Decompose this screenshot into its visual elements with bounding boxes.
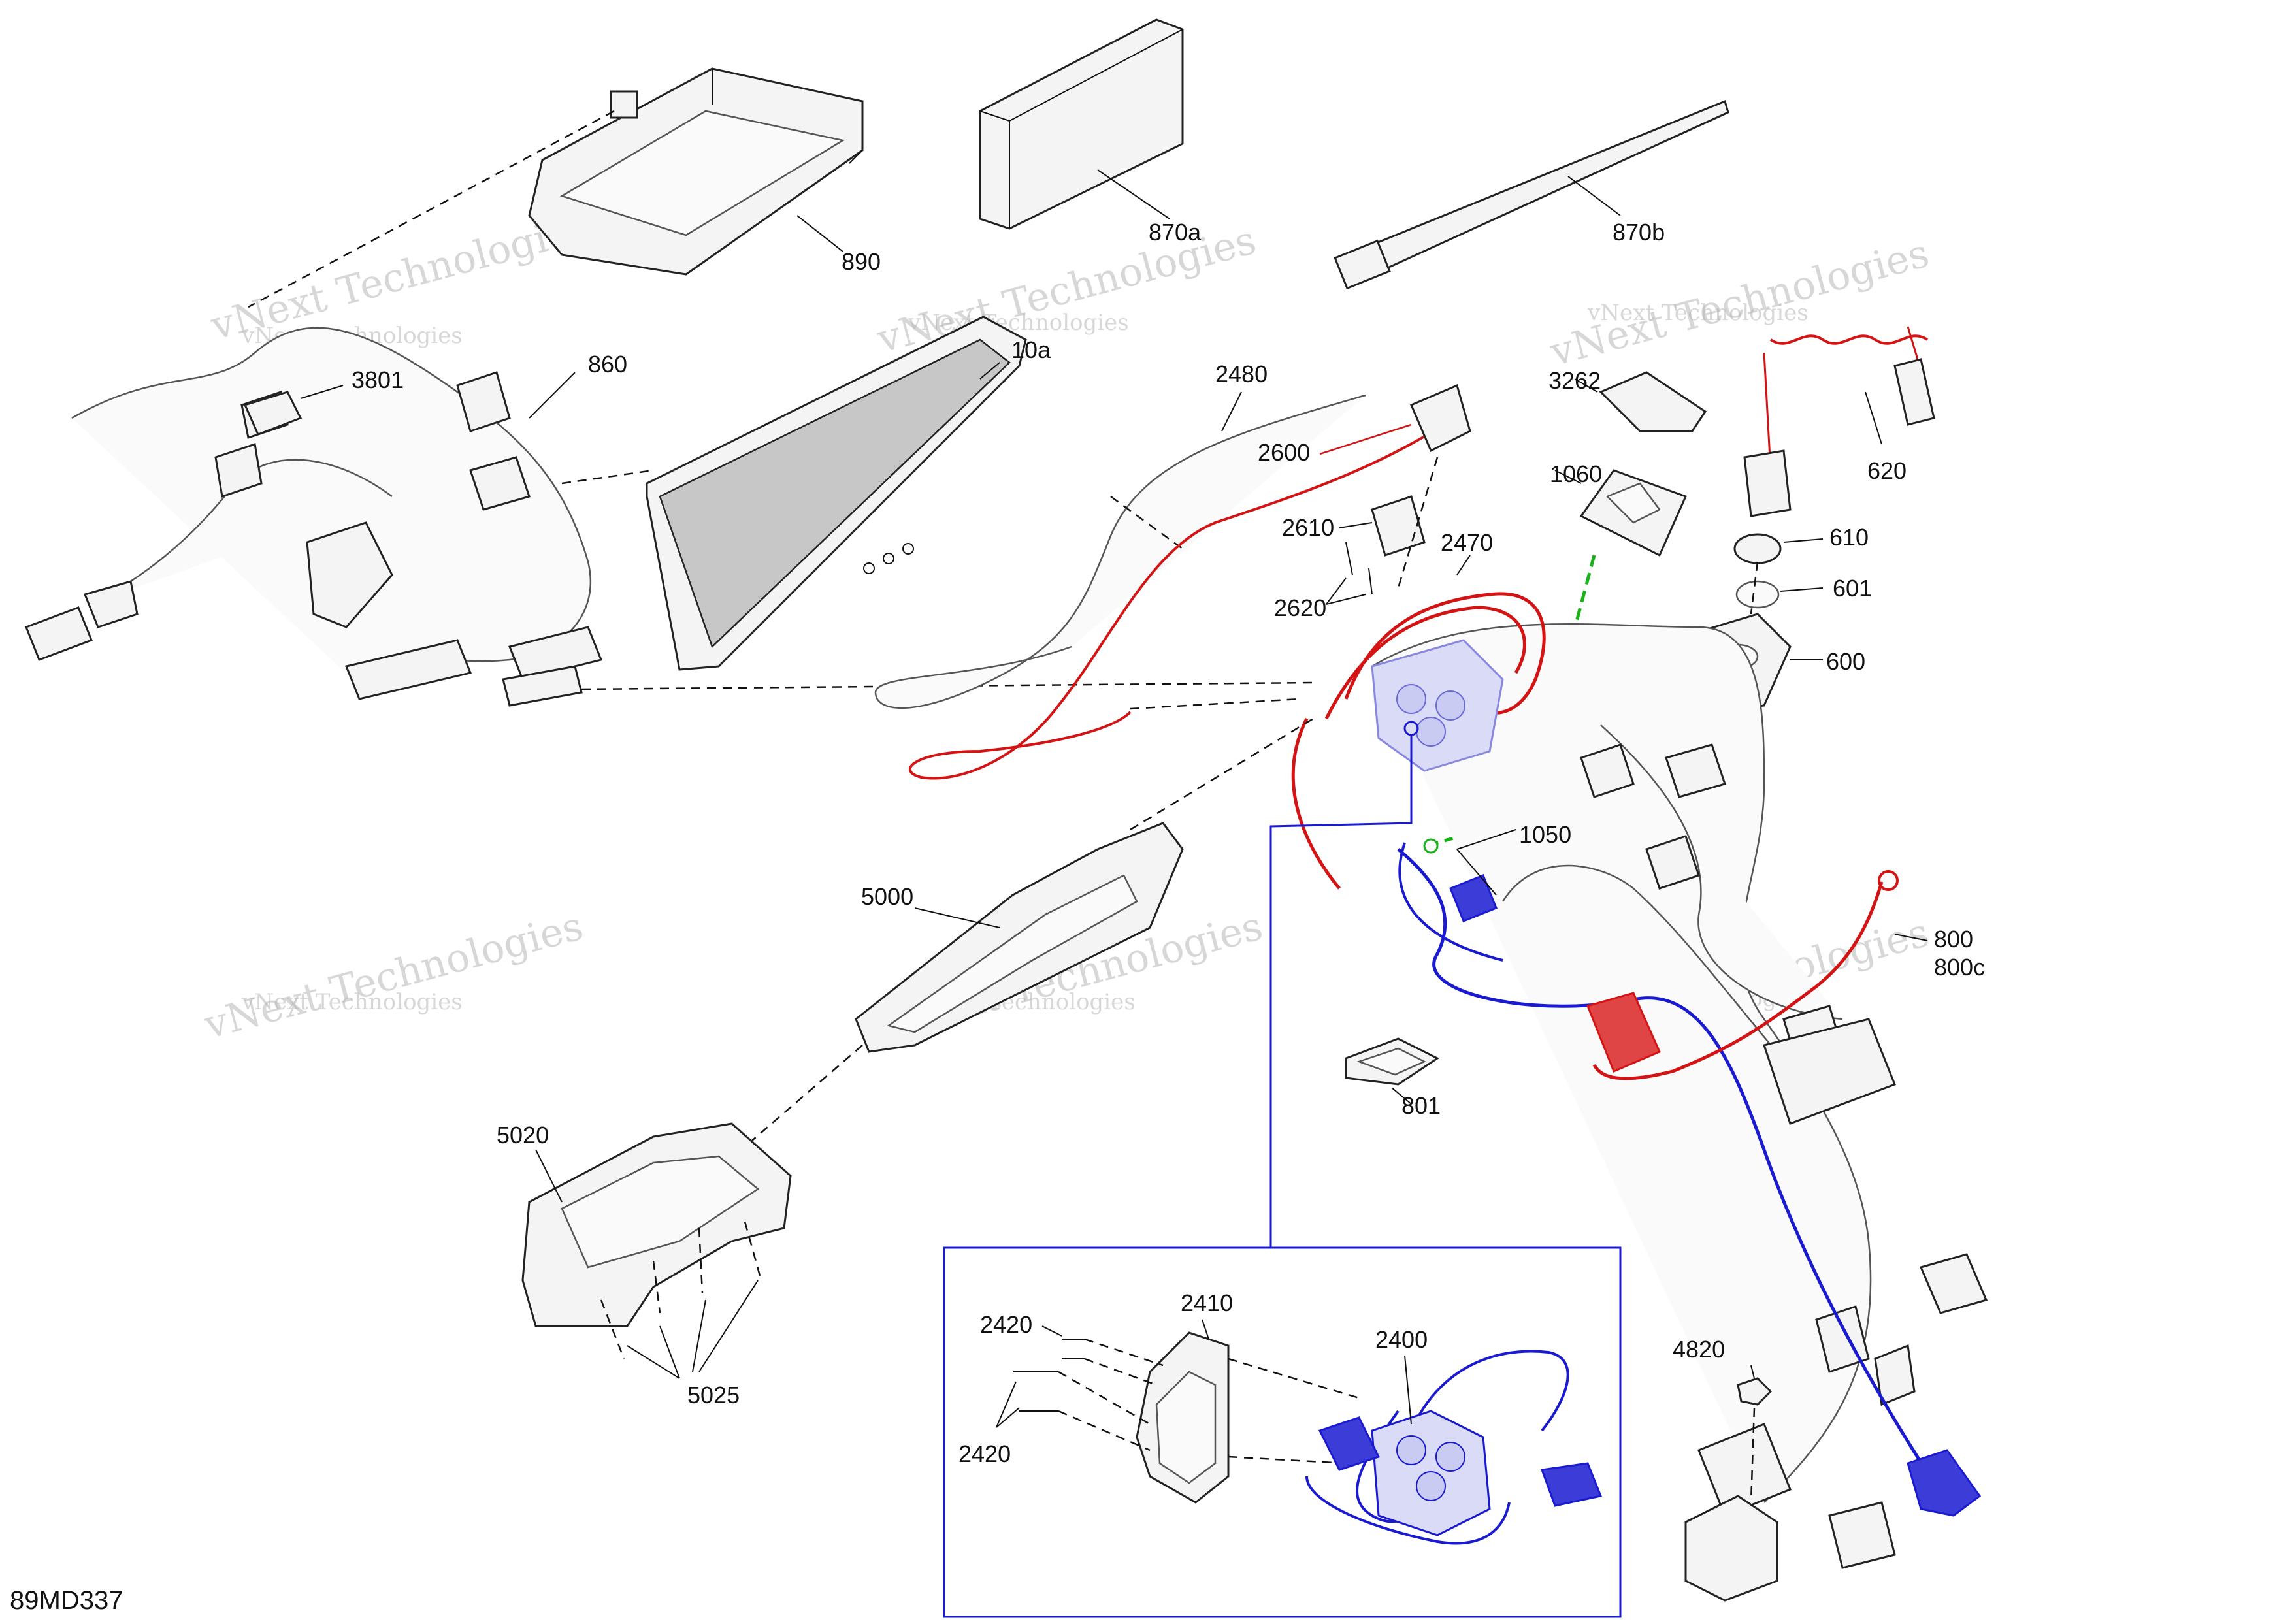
callout-870b: 870b	[1613, 219, 1665, 246]
part-2610-bracket: 2610	[1282, 457, 1439, 589]
part-620-safety-lanyard: 620	[1743, 326, 1935, 517]
watermark: vNext Technologies	[199, 903, 588, 1048]
part-610-nut: 610	[1733, 524, 1869, 564]
callout-800: 800	[1934, 926, 1973, 952]
main-harness	[1371, 623, 1988, 1569]
part-601-washer: 601	[1735, 561, 1872, 615]
callout-860: 860	[588, 351, 627, 378]
callout-2420: 2420	[980, 1311, 1032, 1338]
callout-601: 601	[1833, 575, 1872, 602]
callout-620: 620	[1867, 457, 1907, 484]
callout-5020: 5020	[497, 1122, 549, 1148]
callout-800c: 800c	[1934, 954, 1985, 981]
part-2600-red-cable: 2600	[908, 383, 1471, 780]
callout-2400: 2400	[1375, 1326, 1428, 1353]
part-2620-screws: 2620	[1274, 542, 1373, 621]
callout-1050: 1050	[1519, 821, 1571, 848]
callout-1060: 1060	[1550, 461, 1602, 487]
callout-890: 890	[842, 248, 881, 275]
part-2480-hose: 2480	[874, 361, 1366, 709]
callout-2620: 2620	[1274, 594, 1326, 621]
part-4820-nut: 4820	[1673, 1336, 1778, 1602]
part-5025-screws: 5025	[600, 1221, 762, 1408]
part-3801-grommet: 3801	[243, 366, 404, 436]
part-2410-cover: 2410	[1058, 1290, 1360, 1504]
callout-870a: 870a	[1149, 219, 1202, 246]
callout-4820: 4820	[1673, 1336, 1725, 1363]
watermark: vNext Technologies	[1587, 300, 1809, 326]
callout-2470: 2470	[1441, 529, 1493, 556]
callout-610: 610	[1829, 524, 1869, 551]
part-10a-display: 10a	[646, 316, 1051, 671]
part-890-module-box: 890	[248, 67, 881, 308]
callout-5000: 5000	[861, 883, 913, 910]
part-2420-screws-detail: 2420 2420	[958, 1311, 1085, 1467]
callout-5025: 5025	[687, 1382, 740, 1408]
part-5020-support: 5020	[497, 1122, 792, 1327]
callout-3801: 3801	[352, 366, 404, 393]
part-3262-bezel: 3262	[1548, 367, 1707, 432]
diagram-code: 89MD337	[10, 1586, 123, 1615]
watermark: vNext Technologies	[908, 310, 1129, 336]
callout-3262: 3262	[1548, 367, 1601, 394]
watermark: vNext Technologies	[241, 989, 463, 1015]
part-860-wiring-harness: 860	[25, 327, 1314, 707]
part-2470-red-wiring: 2470	[1291, 529, 1546, 890]
callout-2610: 2610	[1282, 514, 1334, 541]
callout-2410: 2410	[1181, 1290, 1233, 1316]
part-801-gasket: 801	[1345, 1037, 1441, 1119]
detail-box	[943, 1246, 1622, 1618]
callout-801: 801	[1401, 1092, 1441, 1119]
callout-10a: 10a	[1011, 336, 1051, 363]
callout-2420: 2420	[958, 1440, 1011, 1467]
part-2400-switch-cluster-detail: 2400	[1305, 1326, 1603, 1545]
callout-2480: 2480	[1215, 361, 1268, 387]
callout-2600: 2600	[1258, 439, 1310, 466]
part-870b-cable-tie: 870b	[1334, 99, 1729, 290]
part-870a-foam-pad: 870a	[979, 18, 1202, 246]
part-800-red-cable: 800 800c	[1586, 870, 1985, 1080]
watermark: vNext Technologies	[872, 218, 1261, 363]
part-2400-switch-cluster-main: 1050	[1269, 639, 1982, 1517]
callout-600: 600	[1826, 648, 1865, 675]
